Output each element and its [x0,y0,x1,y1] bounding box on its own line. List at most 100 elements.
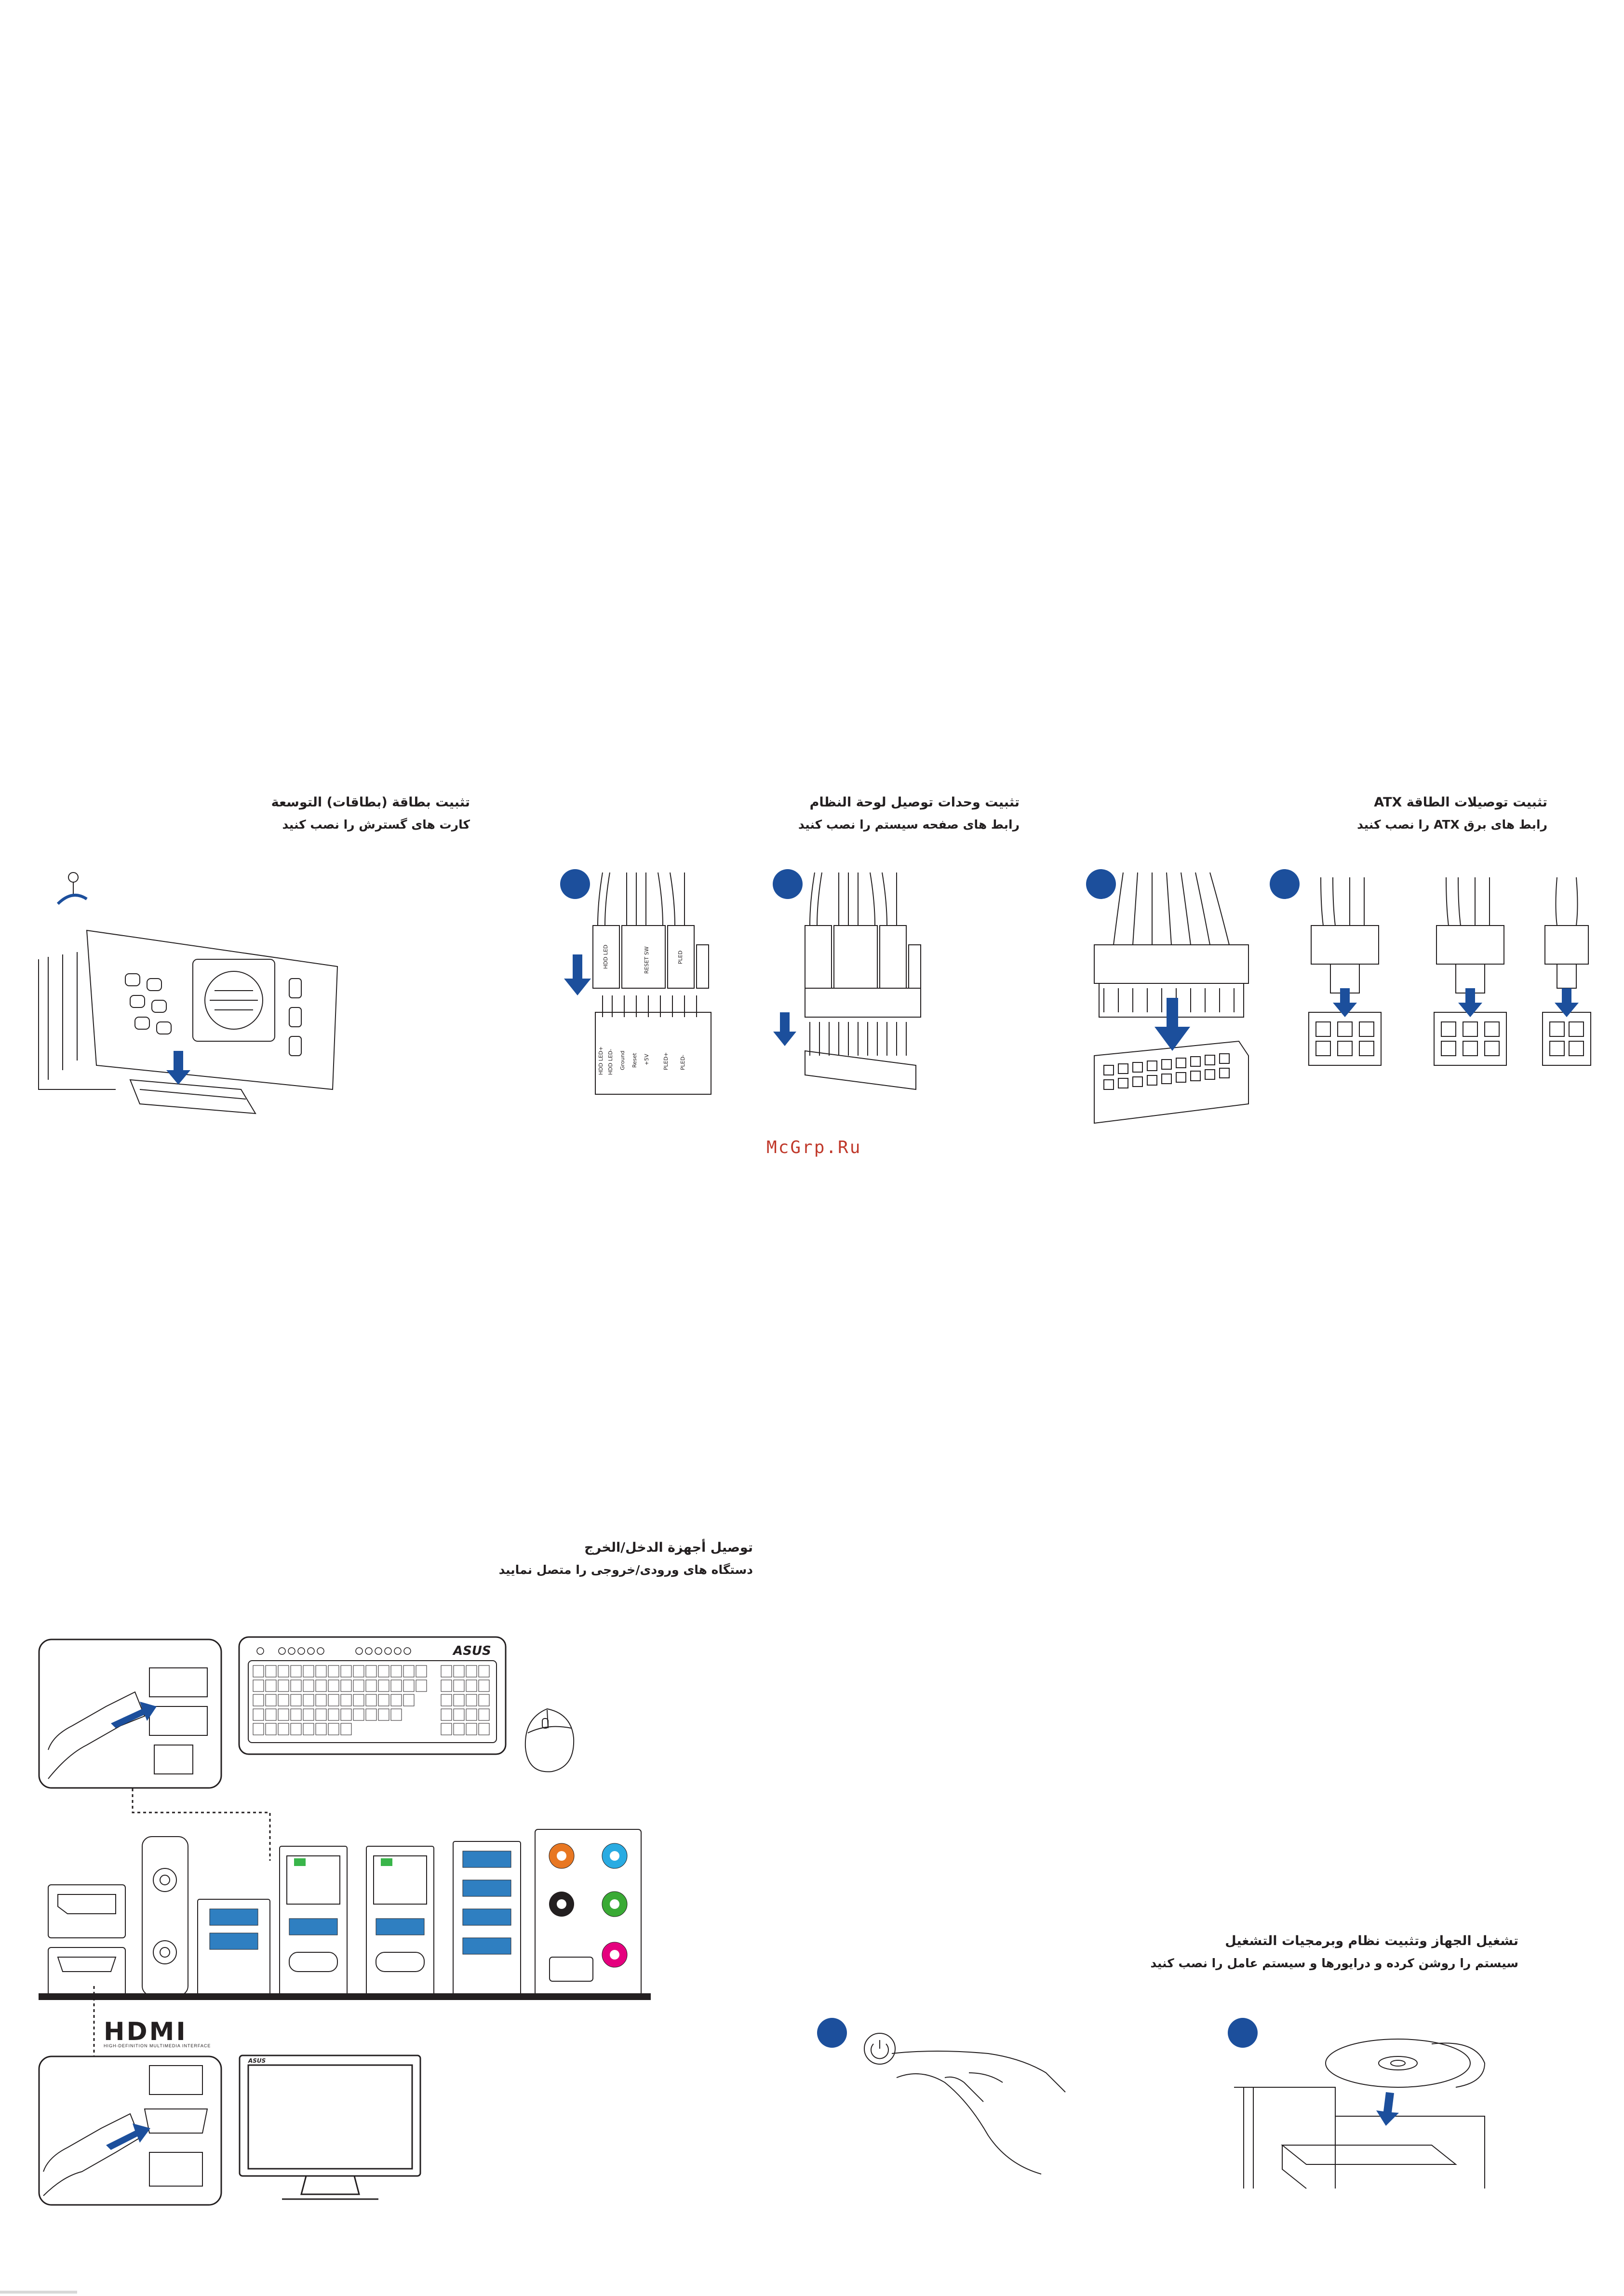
keyboard-numpad-key [466,1723,477,1735]
keyboard-numpad-key [479,1694,489,1706]
keyboard-key [316,1709,326,1720]
label-pled: PLED [677,951,684,964]
keyboard-key [303,1723,314,1735]
keyboard-key [378,1694,389,1706]
power-button-illustration [863,2020,1075,2179]
keyboard-illustration: ASUS [239,1637,506,1755]
label-hdd-led: HDD LED [603,945,609,969]
keyboard-key [253,1723,264,1735]
keyboard-numpad-key [454,1723,464,1735]
heading-atx-power-ar: تثبيت توصيلات الطاقة ATX [1374,795,1547,810]
keyboard-key [253,1709,264,1720]
keyboard-key [266,1709,276,1720]
keyboard-key [391,1665,402,1677]
keyboard-key [403,1665,414,1677]
atx-4pin-illustration [1538,877,1600,1080]
watermark: McGrp.Ru [766,1138,862,1157]
keyboard-key [253,1680,264,1692]
pin-pled-minus: PLED- [680,1055,686,1070]
keyboard-key [416,1665,427,1677]
keyboard-key [378,1665,389,1677]
optical-drive-illustration [1224,2034,1494,2189]
keyboard-numpad-key [466,1694,477,1706]
keyboard-key [303,1665,314,1677]
heading-expansion-card-fa: کارت های گسترش را نصب کنید [282,818,470,832]
footer-bar [0,2291,77,2294]
atx-8pin-illustration-b [1427,877,1518,1080]
pin-hdd-led-plus: HDD LED+ [598,1047,604,1075]
heading-expansion-card-ar: تثبيت بطاقة (بطاقات) التوسعة [271,795,470,810]
keyboard-key [328,1665,339,1677]
keyboard-key [291,1694,301,1706]
heading-panel-connectors-fa: رابط های صفحه سیستم را نصب کنید [798,818,1020,832]
keyboard-numpad-key [441,1680,452,1692]
hdmi-plug-zoom [39,2056,222,2205]
keyboard-key [366,1709,376,1720]
monitor-illustration: ASUS [239,2054,424,2204]
pin-reset: Reset [631,1053,638,1068]
keyboard-numpad-key [479,1680,489,1692]
keyboard-key [341,1680,351,1692]
keyboard-key [253,1665,264,1677]
step-badge-panel-1 [560,869,590,899]
keyboard-key [341,1694,351,1706]
step-badge-atx-1 [1086,869,1116,899]
heading-panel-connectors-ar: تثبيت وحدات توصيل لوحة النظام [809,795,1020,810]
keyboard-key [391,1680,402,1692]
keyboard-numpad-key [454,1665,464,1677]
keyboard-key [353,1694,364,1706]
keyboard-numpad-key [466,1665,477,1677]
keyboard-numpad-key [454,1709,464,1720]
keyboard-key [403,1680,414,1692]
keyboard-key [316,1723,326,1735]
keyboard-key [253,1694,264,1706]
heading-atx-power-fa: رابط های برق ATX را نصب کنید [1357,818,1547,832]
panel-connector-illustration-1: HDD LED RESET SW PLED HDD LED+ HDD LED- … [564,873,728,1114]
pin-pled-plus: PLED+ [663,1052,669,1070]
keyboard-key [378,1680,389,1692]
hdmi-mark: HDMI [104,2017,188,2046]
keyboard-key [353,1709,364,1720]
keyboard-key [303,1680,314,1692]
keyboard-key [278,1665,289,1677]
keyboard-key [416,1680,427,1692]
mouse-illustration [518,1704,581,1776]
keyboard-numpad-key [466,1709,477,1720]
keyboard-key [291,1680,301,1692]
keyboard-key [391,1694,402,1706]
keyboard-key [278,1694,289,1706]
heading-power-on-fa: سیستم را روشن کرده و درایورها و سیستم عا… [1150,1956,1518,1970]
keyboard-key [316,1680,326,1692]
keyboard-brand: ASUS [452,1644,491,1658]
keyboard-key [316,1665,326,1677]
heading-panel-connectors: تثبيت وحدات توصيل لوحة النظام رابط های ص… [798,792,1020,836]
keyboard-key [341,1665,351,1677]
keyboard-key [278,1680,289,1692]
keyboard-numpad-key [441,1665,452,1677]
keyboard-key [341,1723,351,1735]
keyboard-key [291,1723,301,1735]
keyboard-key [366,1694,376,1706]
keyboard-key [316,1694,326,1706]
keyboard-numpad-key [479,1723,489,1735]
keyboard-key [328,1680,339,1692]
keyboard-numpad-key [441,1709,452,1720]
keyboard-key [266,1680,276,1692]
atx-24pin-illustration [1085,873,1263,1128]
keyboard-key [378,1709,389,1720]
usb-plug-zoom [39,1639,222,1788]
heading-power-on: تشغيل الجهاز وتثبيت نظام وبرمجيات التشغي… [1150,1930,1518,1974]
label-reset-sw: RESET SW [644,946,650,974]
heading-expansion-card: تثبيت بطاقة (بطاقات) التوسعة کارت های گس… [271,792,470,836]
heading-io-devices-fa: دستگاه های ورودی/خروجی را متصل نمایید [498,1563,753,1577]
keyboard-key [353,1665,364,1677]
heading-atx-power: تثبيت توصيلات الطاقة ATX رابط های برق AT… [1357,792,1547,836]
keyboard-key [303,1694,314,1706]
hdmi-tagline: HIGH-DEFINITION MULTIMEDIA INTERFACE [104,2043,211,2048]
hdmi-logo: HDMI HIGH-DEFINITION MULTIMEDIA INTERFAC… [104,2017,211,2048]
heading-power-on-ar: تشغيل الجهاز وتثبيت نظام وبرمجيات التشغي… [1225,1933,1518,1948]
keyboard-numpad-key [466,1680,477,1692]
keyboard-numpad-key [441,1694,452,1706]
keyboard-key [341,1709,351,1720]
rear-io-panel [39,1827,651,2000]
